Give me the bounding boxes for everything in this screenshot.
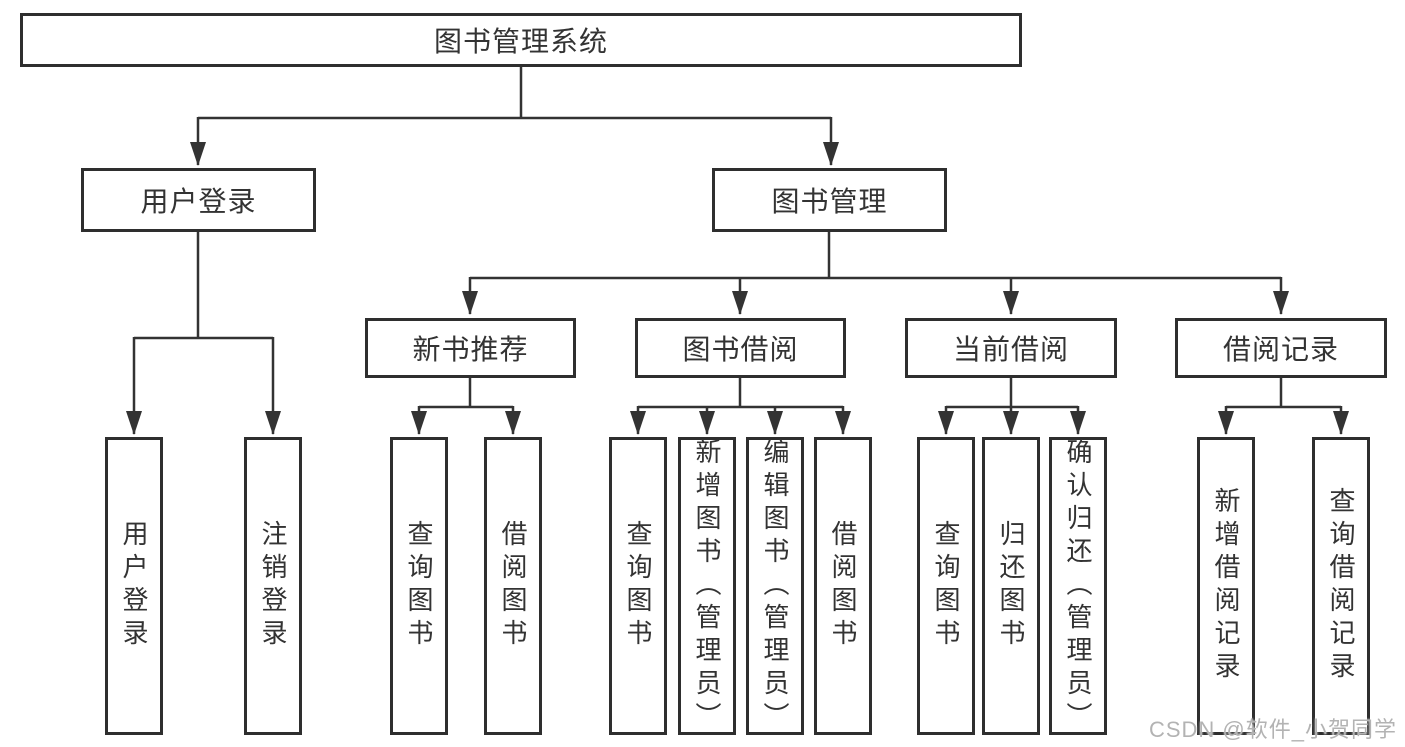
node-book-borrowing-label: 图书借阅	[682, 334, 799, 365]
leaf-query-books-recommend-label: 查询图书	[404, 520, 434, 652]
leaf-confirm-return-admin: 确认归还（管理员）	[1049, 437, 1107, 735]
leaf-borrow-books-recommend-label: 借阅图书	[498, 520, 528, 652]
leaf-borrow-books-borrowing: 借阅图书	[814, 437, 872, 735]
node-book-management: 图书管理	[712, 168, 947, 232]
node-current-borrowing: 当前借阅	[905, 318, 1117, 378]
leaf-user-login-label: 用户登录	[119, 520, 149, 652]
node-book-borrowing: 图书借阅	[635, 318, 846, 378]
leaf-logout-label: 注销登录	[258, 520, 288, 652]
leaf-query-books-borrowing-label: 查询图书	[623, 520, 653, 652]
node-user-login-label: 用户登录	[140, 186, 257, 217]
node-book-management-label: 图书管理	[771, 186, 888, 217]
leaf-logout: 注销登录	[244, 437, 302, 735]
leaf-return-book-label: 归还图书	[996, 520, 1026, 652]
leaf-query-books-current-label: 查询图书	[931, 520, 961, 652]
node-borrow-records-label: 借阅记录	[1222, 334, 1339, 365]
node-user-login: 用户登录	[81, 168, 316, 232]
node-root: 图书管理系统	[20, 13, 1022, 67]
leaf-add-borrow-record: 新增借阅记录	[1197, 437, 1255, 735]
leaf-query-books-recommend: 查询图书	[390, 437, 448, 735]
node-new-book-recommend-label: 新书推荐	[412, 334, 529, 365]
node-current-borrowing-label: 当前借阅	[952, 334, 1069, 365]
leaf-query-books-current: 查询图书	[917, 437, 975, 735]
leaf-query-borrow-record: 查询借阅记录	[1312, 437, 1370, 735]
leaf-add-borrow-record-label: 新增借阅记录	[1211, 487, 1241, 685]
leaf-add-book-admin: 新增图书（管理员）	[678, 437, 736, 735]
leaf-borrow-books-recommend: 借阅图书	[484, 437, 542, 735]
node-root-label: 图书管理系统	[433, 26, 608, 57]
leaf-borrow-books-borrowing-label: 借阅图书	[828, 520, 858, 652]
node-borrow-records: 借阅记录	[1175, 318, 1387, 378]
watermark: CSDN @软件_小贺同学	[1148, 717, 1397, 742]
leaf-edit-book-admin: 编辑图书（管理员）	[746, 437, 804, 735]
node-new-book-recommend: 新书推荐	[365, 318, 576, 378]
leaf-query-books-borrowing: 查询图书	[609, 437, 667, 735]
leaf-return-book: 归还图书	[982, 437, 1040, 735]
leaf-add-book-admin-label: 新增图书（管理员）	[692, 437, 722, 735]
leaf-confirm-return-admin-label: 确认归还（管理员）	[1063, 437, 1093, 735]
leaf-user-login: 用户登录	[105, 437, 163, 735]
leaf-edit-book-admin-label: 编辑图书（管理员）	[760, 437, 790, 735]
leaf-query-borrow-record-label: 查询借阅记录	[1326, 487, 1356, 685]
